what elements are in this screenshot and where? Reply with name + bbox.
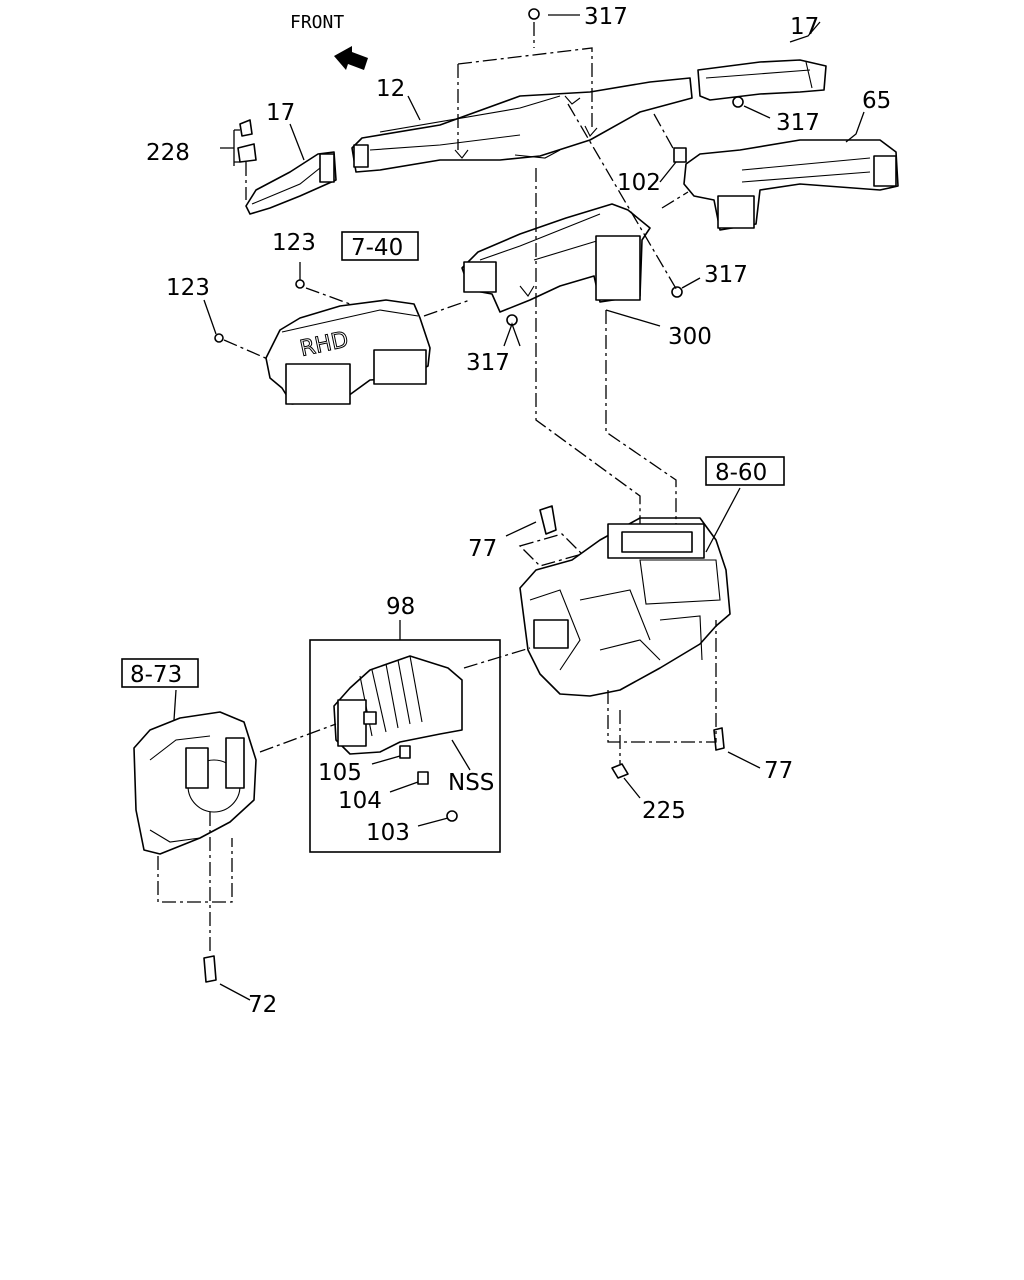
callout-123-left[interactable]: 123 [166,275,210,301]
clip-317-top-icon [528,8,540,20]
ref-box-8-73[interactable] [121,658,199,688]
callout-72[interactable]: 72 [248,992,277,1018]
clip-105-icon [399,745,411,759]
front-arrow-icon [334,46,368,70]
duct-12[interactable] [351,77,693,173]
callout-300[interactable]: 300 [668,324,712,350]
nut-103-icon [446,810,458,822]
assembly-lines [157,22,717,954]
callout-17-left[interactable]: 17 [266,100,295,126]
ref-label-7-40: 7-40 [351,235,403,261]
callout-65[interactable]: 65 [862,88,891,114]
callout-123-top[interactable]: 123 [272,230,316,256]
callout-317-mid-right[interactable]: 317 [704,262,748,288]
clip-104-icon [417,771,429,785]
duct-rhd[interactable]: RHD [265,299,431,405]
clip-123-left-icon [214,333,224,343]
ref-label-8-73: 8-73 [130,662,182,688]
callout-317-mid[interactable]: 317 [466,350,510,376]
ref-box-7-40[interactable] [341,231,419,261]
duct-300[interactable] [461,203,651,313]
clip-123-top-icon [295,279,305,289]
callout-228[interactable]: 228 [146,140,190,166]
callout-104[interactable]: 104 [338,788,382,814]
front-label: FRONT [290,12,344,33]
leader-lines [173,14,865,1001]
callout-12[interactable]: 12 [376,76,405,102]
ref-box-8-60[interactable] [705,456,785,486]
callout-102[interactable]: 102 [617,170,661,196]
ref-label-8-60: 8-60 [715,460,767,486]
callout-317-right[interactable]: 317 [776,110,820,136]
bellows-duct[interactable] [333,655,463,755]
clip-102-icon [673,147,687,163]
callout-98[interactable]: 98 [386,594,415,620]
screw-228-icon [237,119,257,163]
callout-77-top[interactable]: 77 [468,536,497,562]
screw-72-icon [203,955,217,983]
clip-317-right-icon [732,96,744,108]
callout-225[interactable]: 225 [642,798,686,824]
blower-unit[interactable] [133,711,257,855]
callout-77-bottom[interactable]: 77 [764,758,793,784]
duct-17-right[interactable] [697,59,827,101]
assembly-98-box [309,639,501,853]
clip-317-midright-icon [671,286,683,298]
callout-317-top[interactable]: 317 [584,4,628,30]
callout-17-top-right[interactable]: 17 [790,14,819,40]
callout-nss[interactable]: NSS [448,770,494,796]
bolt-77-top-icon [539,505,557,535]
duct-17-left[interactable] [245,151,337,215]
nut-225-icon [611,763,629,779]
callout-103[interactable]: 103 [366,820,410,846]
callout-105[interactable]: 105 [318,760,362,786]
duct-65[interactable] [683,139,899,231]
heater-unit[interactable] [519,517,731,697]
